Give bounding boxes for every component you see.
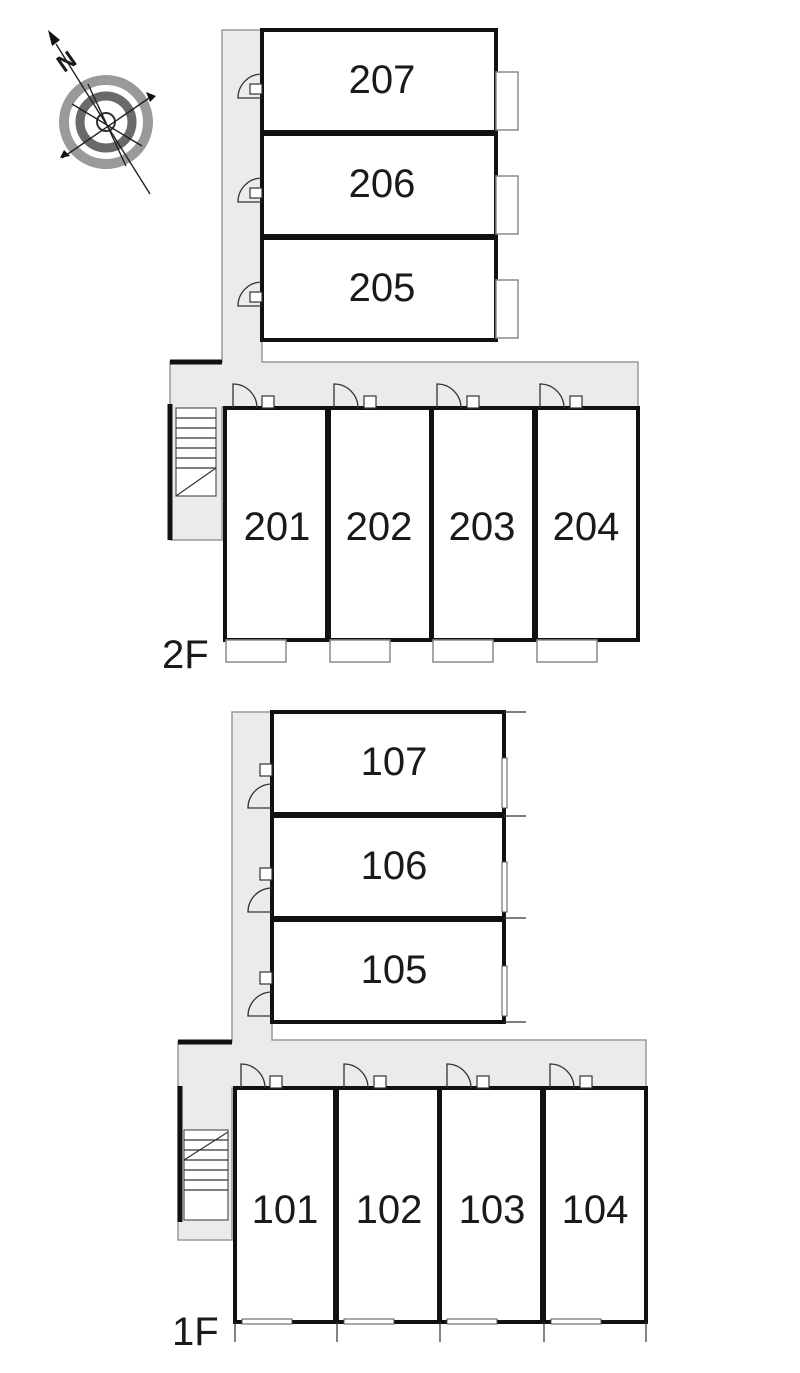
room-number: 205 — [349, 266, 416, 310]
door-icon — [549, 1063, 593, 1089]
room-number: 106 — [361, 844, 428, 888]
stairs-2f — [175, 407, 217, 497]
stairs-1f — [183, 1129, 229, 1221]
balcony — [432, 639, 494, 663]
balcony — [225, 639, 287, 663]
room-104 — [542, 1086, 648, 1324]
door-icon — [446, 1063, 490, 1089]
room-number: 104 — [562, 1188, 629, 1232]
door-icon — [247, 867, 273, 913]
door-icon — [237, 281, 263, 307]
door-icon — [539, 383, 583, 409]
door-icon — [237, 177, 263, 203]
compass-north-label: N — [52, 46, 82, 78]
room-number: 102 — [356, 1188, 423, 1232]
room-203 — [430, 406, 536, 642]
door-icon — [240, 1063, 283, 1089]
room-number: 207 — [349, 58, 416, 102]
room-205 — [260, 236, 498, 342]
room-number: 201 — [244, 505, 311, 549]
floor-1f: 107 106 105 101 102 103 104 1F — [172, 710, 648, 1354]
balcony — [495, 175, 519, 235]
door-icon — [237, 73, 263, 99]
door-icon — [343, 1063, 387, 1089]
room-number: 105 — [361, 948, 428, 992]
door-icon — [247, 971, 273, 1017]
room-number: 103 — [459, 1188, 526, 1232]
door-icon — [232, 383, 275, 409]
compass-icon: N — [48, 30, 156, 195]
door-icon — [436, 383, 480, 409]
room-105 — [270, 918, 506, 1024]
floor-2f: 207 206 205 201 202 203 204 2F — [162, 28, 640, 677]
room-206 — [260, 132, 498, 238]
balcony — [329, 639, 391, 663]
balcony — [536, 639, 598, 663]
room-202 — [327, 406, 433, 642]
room-number: 101 — [252, 1188, 319, 1232]
door-icon — [333, 383, 377, 409]
room-number: 206 — [349, 162, 416, 206]
room-101 — [233, 1086, 337, 1324]
room-number: 204 — [553, 505, 620, 549]
balcony — [495, 71, 519, 131]
room-number: 107 — [361, 740, 428, 784]
room-number: 202 — [346, 505, 413, 549]
door-icon — [247, 763, 273, 809]
balcony — [495, 279, 519, 339]
floor-label: 2F — [162, 633, 209, 677]
room-number: 203 — [449, 505, 516, 549]
room-204 — [534, 406, 640, 642]
floor-label: 1F — [172, 1310, 219, 1354]
room-107 — [270, 710, 506, 816]
